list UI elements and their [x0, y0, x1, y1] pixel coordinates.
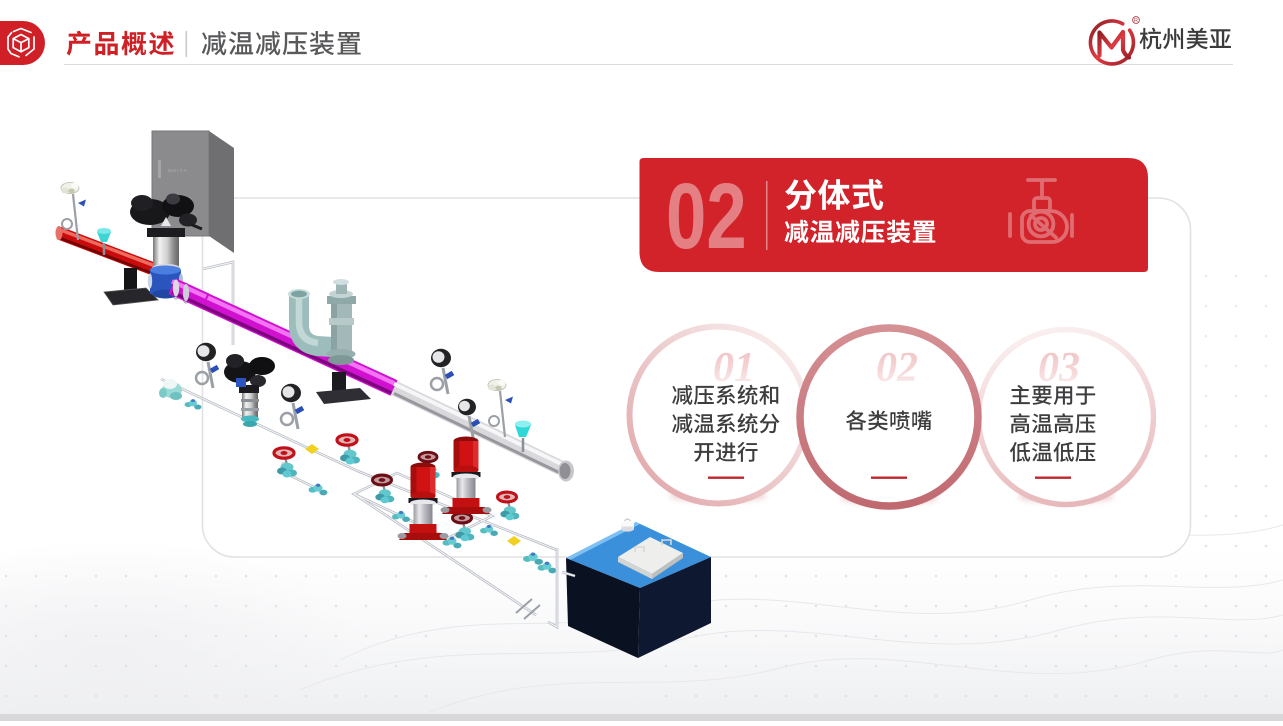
svg-text:M E I Y A: M E I Y A [168, 168, 187, 173]
svg-text:03: 03 [1038, 345, 1080, 391]
svg-text:02: 02 [666, 164, 747, 268]
svg-text:01: 01 [713, 345, 755, 391]
svg-text:R: R [1134, 18, 1138, 24]
svg-text:02: 02 [876, 345, 918, 391]
